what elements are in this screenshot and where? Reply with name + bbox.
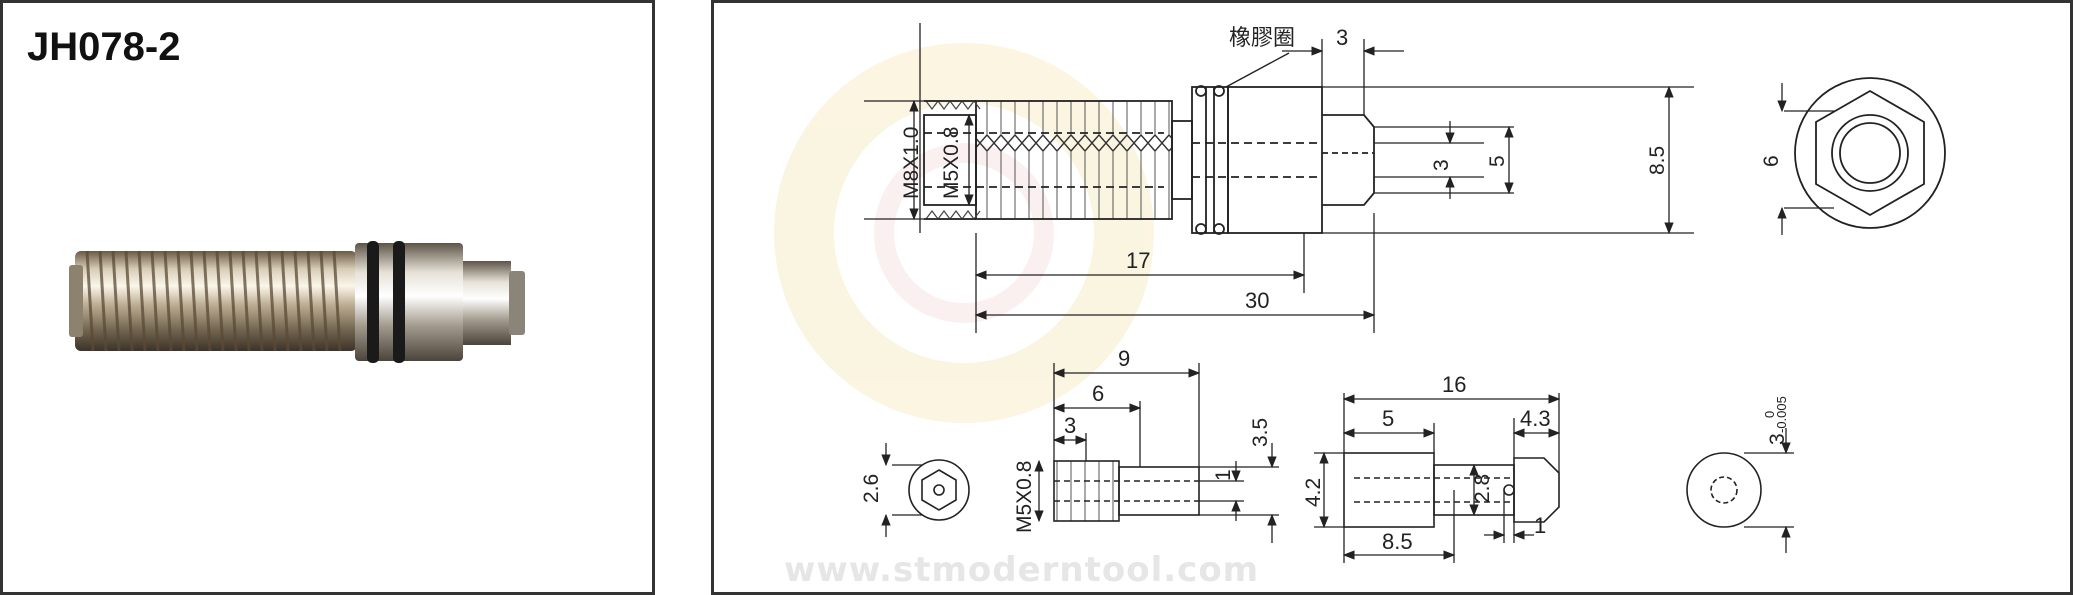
- product-photo-panel: JH078-2: [0, 0, 655, 595]
- hex-end-view: [1794, 77, 1946, 229]
- dim-17: 17: [1126, 248, 1150, 273]
- dim-insert-thread: M5X0.8: [1013, 461, 1036, 533]
- technical-drawing-panel: 橡膠圈: [711, 0, 2073, 595]
- dim-pin-tol-base: 3: [1766, 433, 1789, 445]
- dim-pin-4-3: 4.3: [1520, 406, 1551, 431]
- dim-insert-6: 6: [1092, 381, 1104, 406]
- technical-drawing: 橡膠圈: [774, 23, 1946, 590]
- dim-pin-1: 1: [1534, 513, 1546, 538]
- dim-insert-3: 3: [1064, 413, 1076, 438]
- pin-end-view: [1686, 452, 1762, 528]
- dim-insert-9: 9: [1118, 346, 1130, 371]
- dim-dia-3: 3: [1430, 159, 1453, 171]
- pin-side-view: [1343, 452, 1560, 528]
- main-body-drawing: [923, 85, 1375, 235]
- insert-end-view: [908, 459, 970, 521]
- model-title: JH078-2: [27, 25, 181, 69]
- dim-30: 30: [1245, 288, 1269, 313]
- dim-pin-tol-lower: -0.005: [1774, 396, 1789, 433]
- dim-hex-6: 6: [1760, 155, 1783, 167]
- dim-dia-8-5: 8.5: [1646, 146, 1669, 175]
- dim-dia-5: 5: [1486, 155, 1509, 167]
- dim-pin-2-8: 2.8: [1471, 474, 1494, 503]
- dim-pin-8-5: 8.5: [1382, 529, 1413, 554]
- dim-hex-2-6: 2.6: [860, 474, 883, 503]
- dim-pin-4-2: 4.2: [1302, 478, 1325, 507]
- insert-side-view: [1053, 460, 1200, 522]
- dim-pin-5: 5: [1382, 406, 1394, 431]
- dim-3-top: 3: [1336, 25, 1348, 50]
- dim-insert-3-5: 3.5: [1249, 418, 1272, 447]
- dim-pin-16: 16: [1442, 372, 1466, 397]
- dim-m5x08-main: M5X0.8: [940, 127, 963, 199]
- dim-pin-tol-upper: 0: [1762, 411, 1777, 418]
- dim-m8x1: M8X1.0: [900, 127, 923, 199]
- watermark-logo: [774, 43, 1154, 423]
- fitting-photo: [69, 241, 525, 363]
- watermark-url: www.stmoderntool.com: [784, 550, 1259, 590]
- rubber-ring-callout: 橡膠圈: [1229, 26, 1295, 51]
- dim-insert-1: 1: [1212, 469, 1235, 481]
